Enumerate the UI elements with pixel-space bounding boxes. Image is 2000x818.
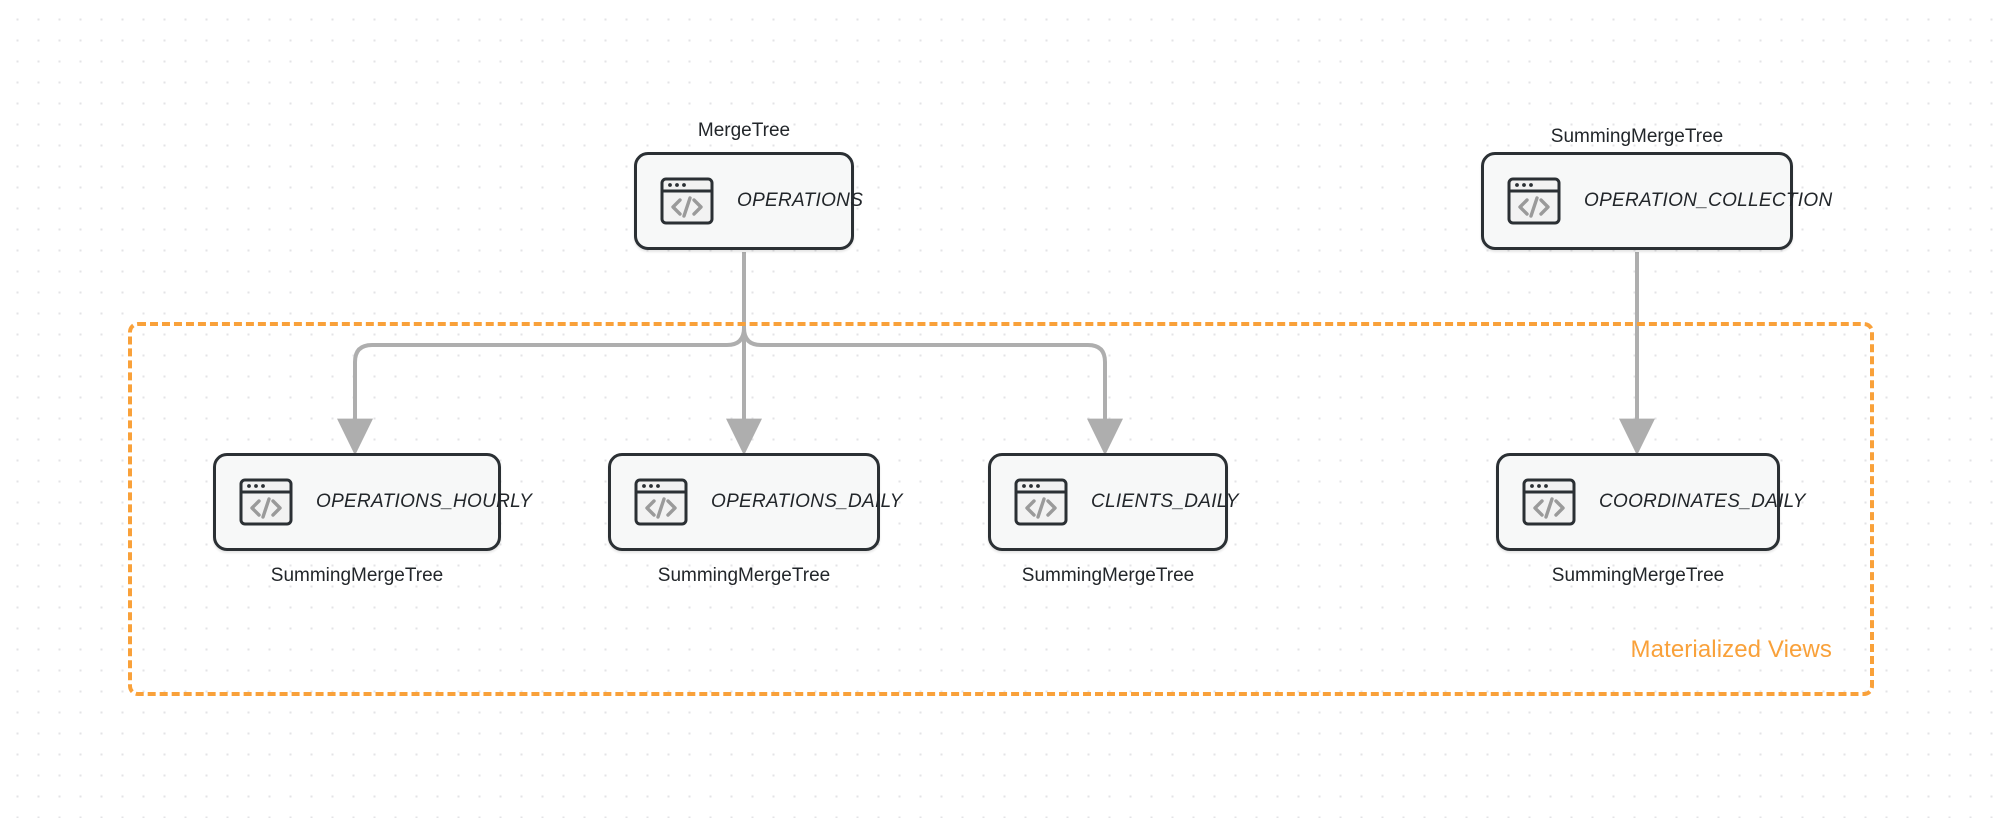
engine-caption-clients-daily: SummingMergeTree bbox=[1021, 565, 1195, 586]
code-window-icon bbox=[1014, 478, 1068, 526]
node-clients-daily[interactable]: CLIENTS_DAILY bbox=[988, 453, 1239, 551]
engine-caption-operation-collection: SummingMergeTree bbox=[1550, 126, 1724, 147]
node-label-operation-collection: OPERATION_COLLECTION bbox=[1584, 190, 1833, 211]
materialized-views-label: Materialized Views bbox=[1630, 636, 1832, 663]
node-label-operations-hourly: OPERATIONS_HOURLY bbox=[316, 491, 533, 512]
materialized-views-group: Materialized Views bbox=[128, 322, 1874, 696]
node-label-operations: OPERATIONS bbox=[737, 190, 864, 211]
engine-caption-operations-daily: SummingMergeTree bbox=[657, 565, 831, 586]
node-coordinates-daily[interactable]: COORDINATES_DAILY bbox=[1496, 453, 1805, 551]
code-window-icon bbox=[239, 478, 293, 526]
code-window-icon bbox=[1522, 478, 1576, 526]
node-label-coordinates-daily: COORDINATES_DAILY bbox=[1599, 491, 1806, 512]
node-label-clients-daily: CLIENTS_DAILY bbox=[1091, 491, 1239, 512]
node-label-operations-daily: OPERATIONS_DAILY bbox=[711, 491, 903, 512]
engine-caption-operations: MergeTree bbox=[697, 120, 791, 141]
node-operations-daily[interactable]: OPERATIONS_DAILY bbox=[608, 453, 902, 551]
node-operations-hourly[interactable]: OPERATIONS_HOURLY bbox=[213, 453, 532, 551]
code-window-icon bbox=[1507, 177, 1561, 225]
code-window-icon bbox=[634, 478, 688, 526]
engine-caption-operations-hourly: SummingMergeTree bbox=[270, 565, 444, 586]
code-window-icon bbox=[660, 177, 714, 225]
engine-caption-coordinates-daily: SummingMergeTree bbox=[1551, 565, 1725, 586]
node-operation-collection[interactable]: OPERATION_COLLECTION bbox=[1481, 152, 1832, 250]
node-operations[interactable]: OPERATIONS bbox=[634, 152, 863, 250]
